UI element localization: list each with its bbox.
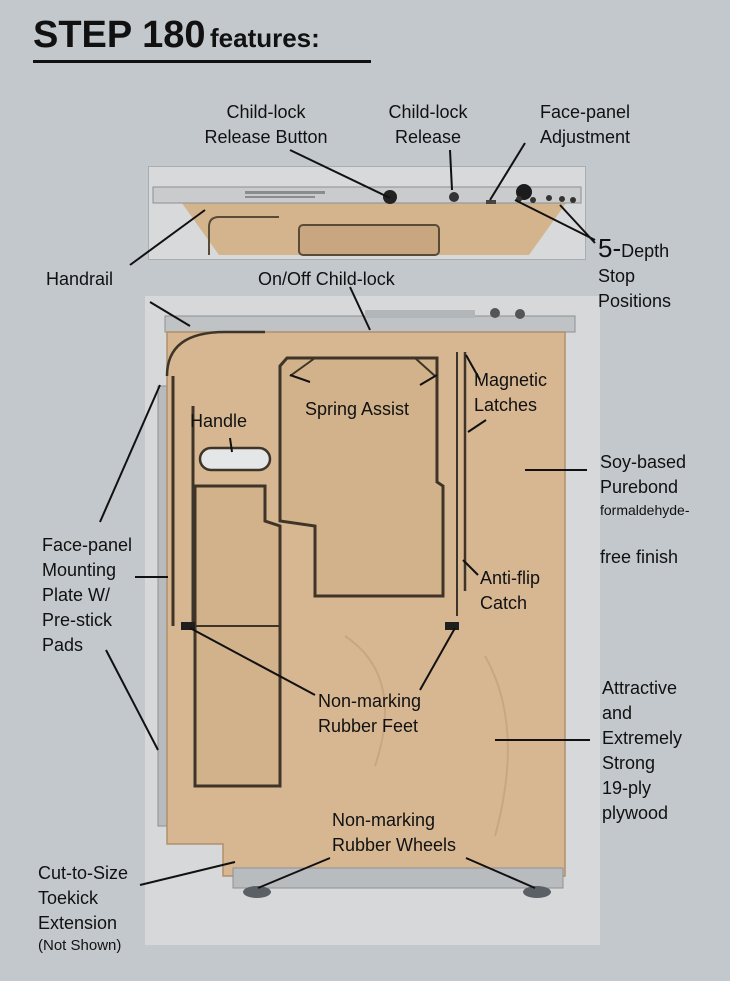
label-non-marking-rubber-feet: Non-marking Rubber Feet	[318, 691, 422, 736]
wood-grain-2	[484, 655, 509, 837]
title-sub: features:	[209, 23, 320, 53]
depth-stop-text-1: Depth	[621, 241, 670, 261]
depth-stop-hole-5	[570, 197, 576, 203]
leader-face-panel-adjustment	[489, 142, 526, 201]
label-magnetic-latches: Magnetic Latches	[474, 370, 548, 415]
label-child-lock-release-button: Child-lock Release Button	[204, 102, 328, 147]
rail-knob-2	[515, 309, 525, 319]
label-handrail: Handrail	[46, 269, 114, 289]
title-underline	[33, 60, 371, 63]
adjustment-knob-icon	[516, 184, 532, 200]
leader-toekick	[139, 861, 236, 886]
rail-knob-1	[490, 308, 500, 318]
wheel-left	[243, 886, 271, 898]
label-face-panel-mounting: Face-panel Mounting Plate W/ Pre-stick P…	[42, 535, 133, 655]
wood-grain-1	[344, 635, 386, 767]
leader-child-lock-release	[449, 149, 453, 191]
child-lock-hardware	[365, 310, 475, 318]
label-soy-purebond: Soy-based Purebond formaldehyde- free fi…	[600, 425, 690, 570]
depth-stop-text-2: Stop Positions	[598, 266, 672, 311]
top-view-warning-text-2	[245, 196, 315, 198]
top-view-warning-text	[245, 191, 325, 194]
leader-magnetic-latches-2	[467, 419, 487, 433]
label-handle: Handle	[190, 411, 248, 431]
leader-handle	[229, 437, 233, 453]
label-non-marking-rubber-wheels: Non-marking Rubber Wheels	[332, 810, 457, 855]
lower-step-panel	[193, 484, 282, 788]
leader-rubber-feet-right	[419, 627, 456, 691]
depth-stop-hole-4	[559, 196, 565, 202]
label-spring-assist: Spring Assist	[305, 399, 410, 419]
leader-mounting-plate-upper	[99, 384, 161, 523]
top-view-cutout	[298, 224, 440, 256]
label-on-off-child-lock: On/Off Child-lock	[258, 269, 395, 289]
label-depth-stop: 5-Depth Stop Positions	[598, 233, 671, 314]
soy-purebond-bottom: free finish	[600, 547, 679, 567]
soy-purebond-top: Soy-based Purebond	[600, 452, 687, 497]
leader-spring-assist-2	[419, 374, 438, 386]
cut-to-size-text: Cut-to-Size Toekick Extension	[38, 863, 129, 933]
title-main: STEP 180	[33, 14, 206, 56]
spring-assist-left	[289, 357, 316, 377]
leader-depth-stop-1	[514, 199, 596, 241]
leader-handrail	[149, 301, 191, 327]
rubber-foot-left	[181, 622, 195, 630]
leader-on-off-child-lock	[349, 286, 371, 331]
label-face-panel-adjustment: Face-panel Adjustment	[539, 102, 631, 147]
soy-purebond-small: formaldehyde-	[600, 502, 690, 518]
top-view-photo	[148, 166, 586, 260]
leader-child-lock-release-button	[289, 149, 391, 199]
depth-stop-number: 5-	[598, 233, 622, 263]
spring-assist-right	[414, 357, 436, 377]
child-lock-release-icon	[449, 192, 459, 202]
leader-wheel-right	[465, 857, 536, 889]
depth-stop-hole-3	[546, 195, 552, 201]
face-panel-adjustment-icon	[486, 200, 496, 204]
leader-lines	[99, 142, 596, 889]
spring-assist-panel	[278, 356, 445, 598]
depth-stop-hole-2	[530, 197, 536, 203]
leader-spring-assist-1	[289, 374, 311, 383]
top-view-curve	[208, 216, 279, 255]
plywood-curve	[165, 330, 265, 377]
leader-anti-flip-catch	[462, 559, 479, 576]
leader-magnetic-latches-1	[465, 354, 481, 381]
label-child-lock-release: Child-lock Release	[388, 102, 468, 147]
toekick-bar	[232, 867, 564, 889]
leader-wheel-left	[257, 857, 331, 889]
rubber-foot-right	[445, 622, 459, 630]
label-cut-to-size: Cut-to-Size Toekick Extension (Not Shown…	[38, 836, 128, 981]
wheel-right	[523, 886, 551, 898]
page-title: STEP 180 features:	[33, 14, 320, 57]
handle-slot	[198, 446, 272, 472]
leader-handrail-top	[129, 209, 206, 266]
label-anti-flip-catch: Anti-flip Catch	[480, 568, 541, 613]
leader-mounting-plate-lower	[105, 649, 159, 751]
label-attractive-plywood: Attractive and Extremely Strong 19-ply p…	[602, 678, 683, 823]
leader-depth-stop-2	[559, 204, 596, 244]
side-view-photo	[145, 296, 600, 945]
not-shown-text: (Not Shown)	[38, 937, 122, 954]
leader-rubber-feet-left	[189, 627, 316, 696]
